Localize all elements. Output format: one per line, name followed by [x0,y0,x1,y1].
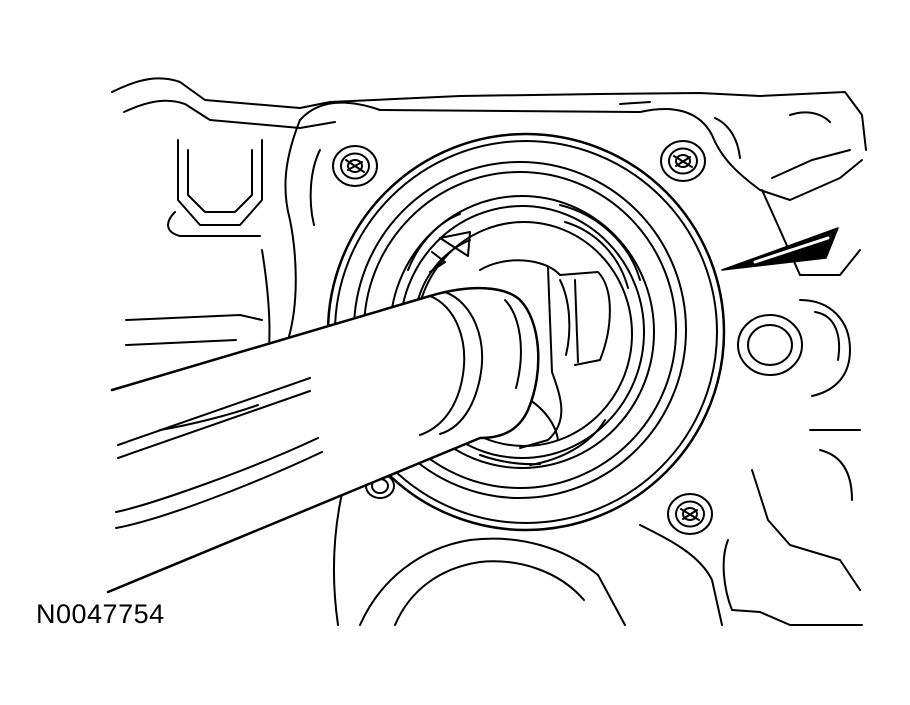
callout-arrow-icon [721,227,839,271]
engine-block-housing [111,77,867,626]
crankshaft-flange [479,259,611,449]
seal-installer-tool [106,286,540,594]
bolt-bottom-right [667,493,713,535]
figure-id-label: N0047754 [36,599,165,629]
bolt-top-left [332,145,378,187]
bolt-top-right [660,140,706,182]
dowel-hole [737,314,803,376]
